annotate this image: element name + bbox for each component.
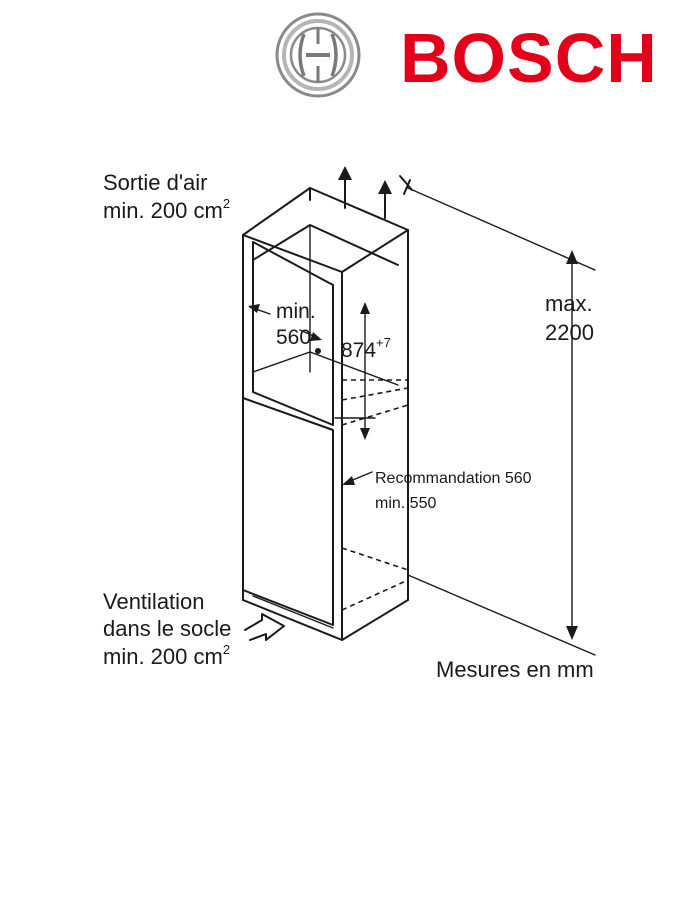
niche-width-dimension [248, 304, 322, 354]
air-outlet-sup: 2 [223, 196, 230, 211]
max-height-dimension [566, 250, 578, 640]
depth-dimension [342, 471, 373, 485]
vent-label-line3: min. 200 cm2 [103, 642, 230, 669]
max-height-label-line2: 2200 [545, 320, 594, 345]
units-label: Mesures en mm [436, 657, 594, 682]
air-outlet-arrows [338, 166, 413, 219]
niche-height-dimension [360, 302, 370, 440]
depth-label-line2: min. 550 [375, 495, 436, 512]
ventilation-inlet-arrow [244, 613, 285, 641]
vent-label-line2: dans le socle [103, 616, 231, 641]
niche-height-tolerance: +7 [376, 335, 391, 350]
vent-sup: 2 [223, 642, 230, 657]
niche-height-label: 874+7 [341, 335, 391, 362]
max-height-label-line1: max. [545, 291, 593, 316]
bosch-armature-icon [275, 12, 361, 98]
niche-width-label-line1: min. [276, 300, 316, 323]
vent-label-line1: Ventilation [103, 589, 205, 614]
depth-label-line1: Recommandation 560 [375, 470, 532, 487]
cabinet-drawing [242, 187, 596, 656]
brand-name: BOSCH [400, 19, 658, 97]
air-outlet-label-line1: Sortie d'air [103, 170, 207, 195]
air-outlet-label-line2: min. 200 cm2 [103, 196, 230, 223]
niche-width-label-line2: 560 [276, 326, 311, 349]
